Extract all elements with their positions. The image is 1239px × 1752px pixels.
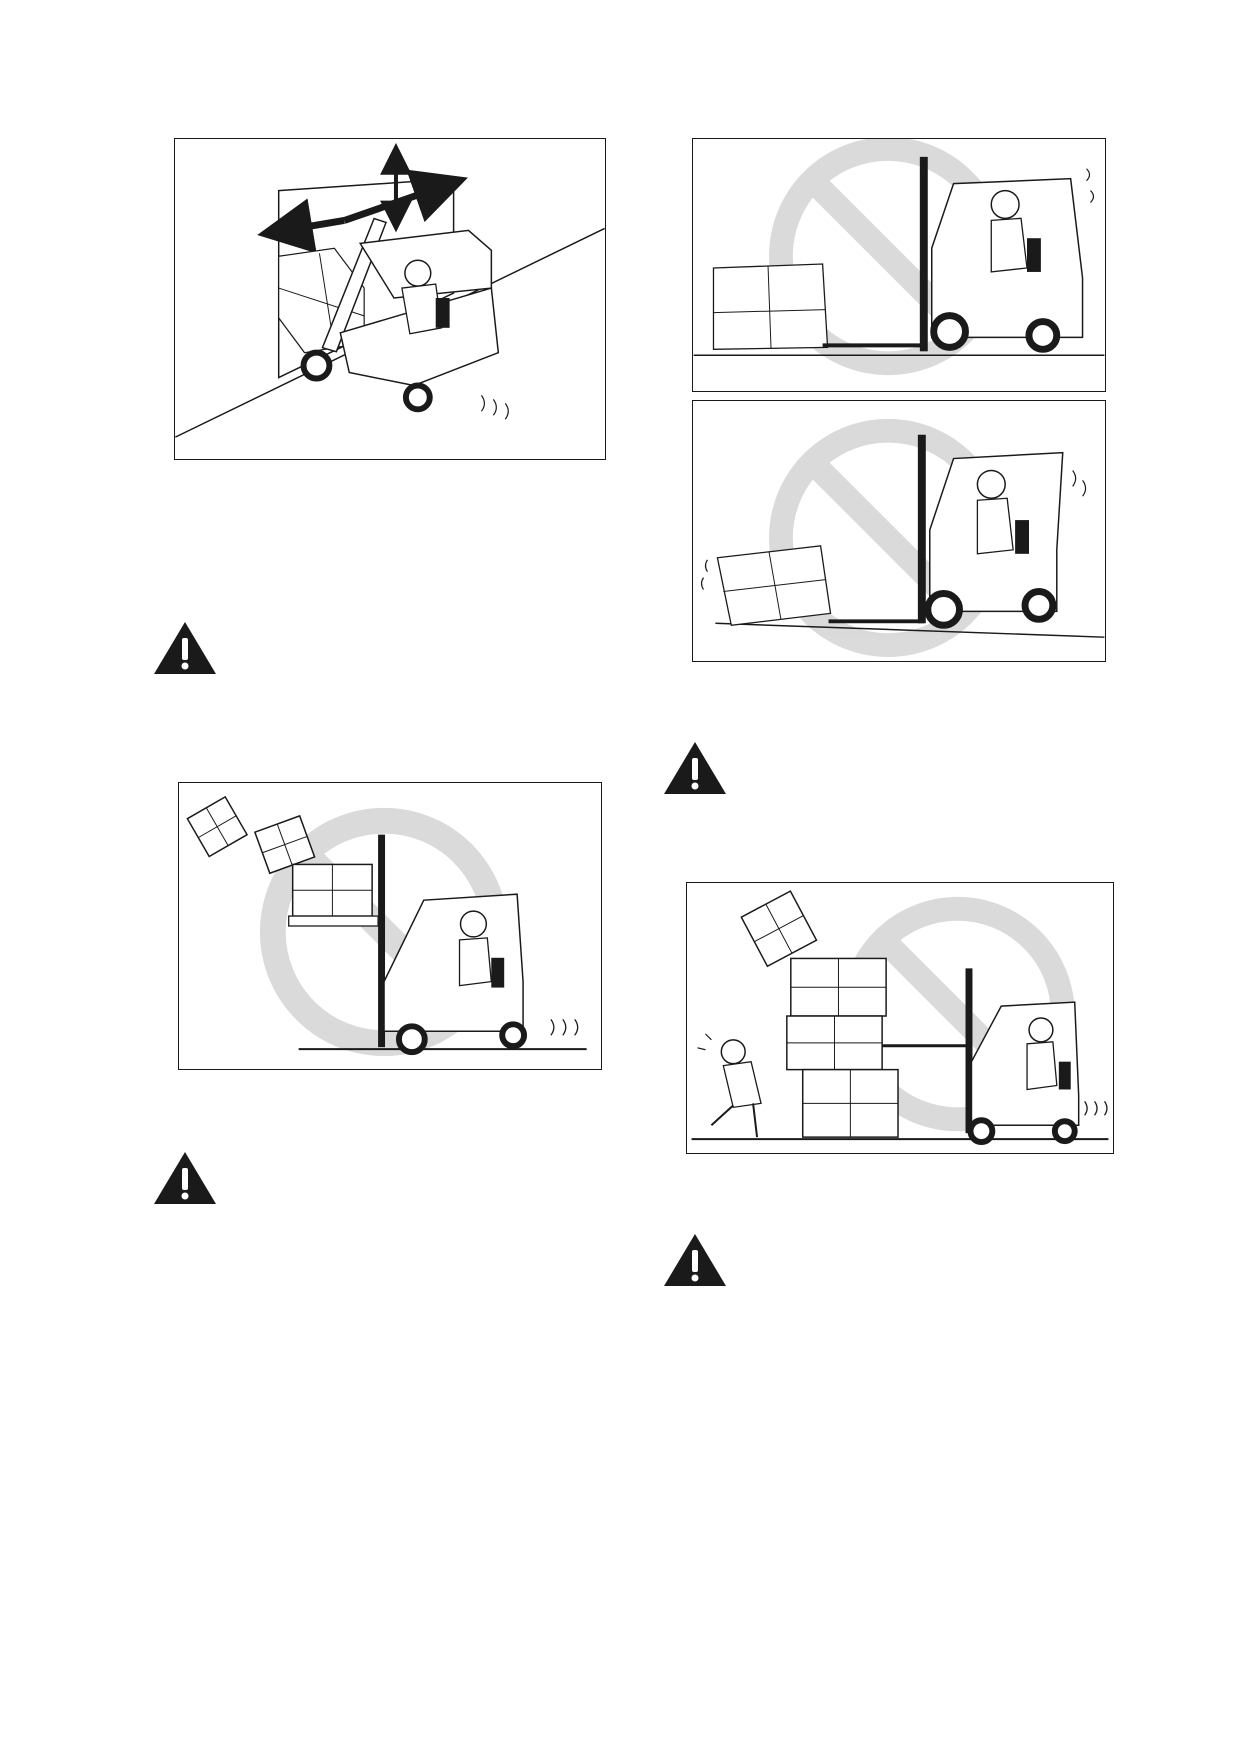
figure-prohibited-pushing [692, 138, 1106, 392]
warning-triangle-icon [662, 740, 728, 796]
warning-triangle-icon [152, 1150, 218, 1206]
figure-prohibited-stack-collapse [686, 882, 1114, 1154]
figure-wall-clearance [174, 138, 606, 460]
prohibited-unstable-load-falling-illustration [186, 795, 587, 1057]
warning-triangle-icon [152, 620, 218, 676]
warning-triangle-icon [662, 1232, 728, 1288]
figure-prohibited-dragging [692, 400, 1106, 662]
prohibited-dragging-load-illustration [700, 418, 1105, 658]
prohibited-pushing-load-with-forks-illustration [693, 139, 1105, 376]
figure-prohibited-falling-load [178, 782, 602, 1070]
forklift-maneuvering-at-wall-illustration [175, 142, 605, 438]
prohibited-stack-collapse-on-person-illustration [691, 890, 1109, 1146]
